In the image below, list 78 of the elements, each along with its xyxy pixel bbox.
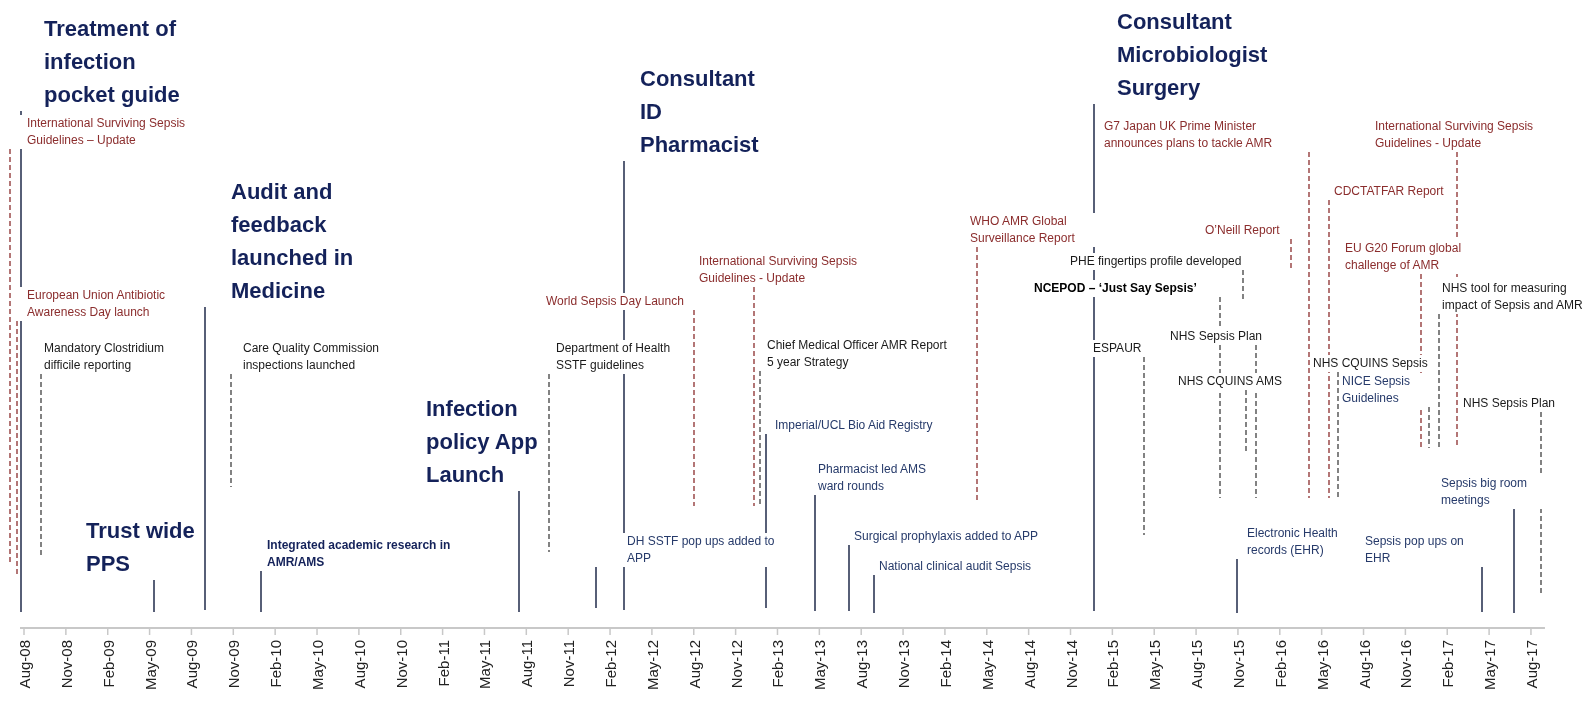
axis-tick-label: May-11 [476,640,494,689]
axis-tick-label: Aug-13 [853,640,871,689]
event-label: NHS Sepsis Plan [1463,395,1556,412]
axis-tick-label: Aug-17 [1522,640,1540,689]
timeline-drop-line [1219,296,1221,499]
axis-tick-label: Nov-09 [225,640,243,689]
milestone-heading: Consultant ID Pharmacist [622,62,768,161]
axis-tick-label: Feb-13 [769,640,787,688]
timeline-drop-line [204,306,206,611]
timeline-drop-line [595,566,597,609]
timeline-drop-line [40,373,42,556]
timeline-drop-line [759,370,761,507]
axis-tick-label: May-13 [811,640,829,691]
axis-tick-label: Aug-08 [16,640,33,689]
timeline-drop-line [1255,344,1257,499]
axis-tick-label: Nov-08 [57,640,75,689]
axis-tick-label: Nov-16 [1397,640,1415,689]
axis-tick-label: Nov-10 [392,640,410,689]
timeline-drop-line [976,246,978,502]
axis-tick-label: Feb-11 [434,640,452,687]
timeline-drop-line [1308,151,1310,499]
timeline-drop-line [1428,406,1430,449]
axis-tick-label: Feb-09 [99,640,117,688]
timeline-drop-line [548,373,550,553]
axis-tick-label: Aug-11 [518,640,536,688]
milestone-heading: Trust wide PPS [86,514,211,580]
timeline-drop-line [9,148,11,563]
milestone-heading: Infection policy App Launch [426,392,544,491]
axis-tick-label: Nov-13 [895,640,913,689]
timeline-drop-line [1245,389,1247,453]
axis-tick-label: May-14 [978,640,996,691]
timeline-drop-line [1143,356,1145,536]
axis-tick-label: Feb-10 [267,640,285,688]
event-label: NHS CQUINS AMS [1178,373,1282,390]
milestone-heading: Audit and feedback launched in Medicine [203,175,371,307]
event-label: NHS Sepsis Plan [1170,328,1263,345]
timeline-drop-line [1242,269,1244,302]
timeline-drop-line [1290,238,1292,269]
timeline-drop-line [753,286,755,507]
timeline-drop-line [814,494,816,612]
timeline-drop-line [693,309,695,507]
axis-tick-label: Nov-11 [560,640,578,688]
milestone-heading: Treatment of infection pocket guide [19,12,194,111]
timeline-drop-line [848,544,850,612]
axis-tick-label: Feb-15 [1104,640,1122,688]
axis-tick-label: May-09 [141,640,159,691]
axis-tick-label: Nov-14 [1062,640,1080,689]
timeline-drop-line [153,579,155,613]
event-label: NHS CQUINS Sepsis [1313,355,1428,372]
axis-tick-label: Nov-15 [1229,640,1247,689]
axis-tick-label: Aug-09 [183,640,201,689]
axis-tick-label: May-15 [1146,640,1164,691]
timeline-drop-line [1236,558,1238,614]
axis-tick-label: Feb-16 [1271,640,1289,688]
axis-tick-label: May-12 [643,640,661,691]
axis-tick-label: Aug-14 [1020,640,1038,689]
timeline-drop-line [1328,199,1330,499]
axis-tick-label: Aug-12 [685,640,703,689]
axis-tick-label: Feb-12 [602,640,620,688]
axis-tick-label: May-17 [1481,640,1499,691]
axis-tick-label: Aug-10 [350,640,368,689]
timeline-drop-line [1513,508,1515,614]
timeline-drop-line [230,373,232,488]
axis-tick-label: Feb-17 [1439,640,1457,688]
timeline-drop-line [873,574,875,614]
axis-tick-label: Feb-14 [936,640,954,688]
timeline-drop-line [1337,371,1339,499]
axis-tick-label: Nov-12 [727,640,745,689]
timeline-drop-line [1481,566,1483,613]
axis-tick-label: May-10 [309,640,326,691]
axis-tick-label: Aug-15 [1188,640,1206,689]
timeline-drop-line [518,490,520,613]
axis-tick-label: May-16 [1313,640,1331,691]
axis-tick-label: Aug-16 [1355,640,1373,689]
timeline-drop-line [16,320,18,576]
timeline-drop-line [260,570,262,613]
timeline-drop-line [1438,313,1440,449]
milestone-heading: Consultant Microbiologist Surgery [1092,5,1282,104]
